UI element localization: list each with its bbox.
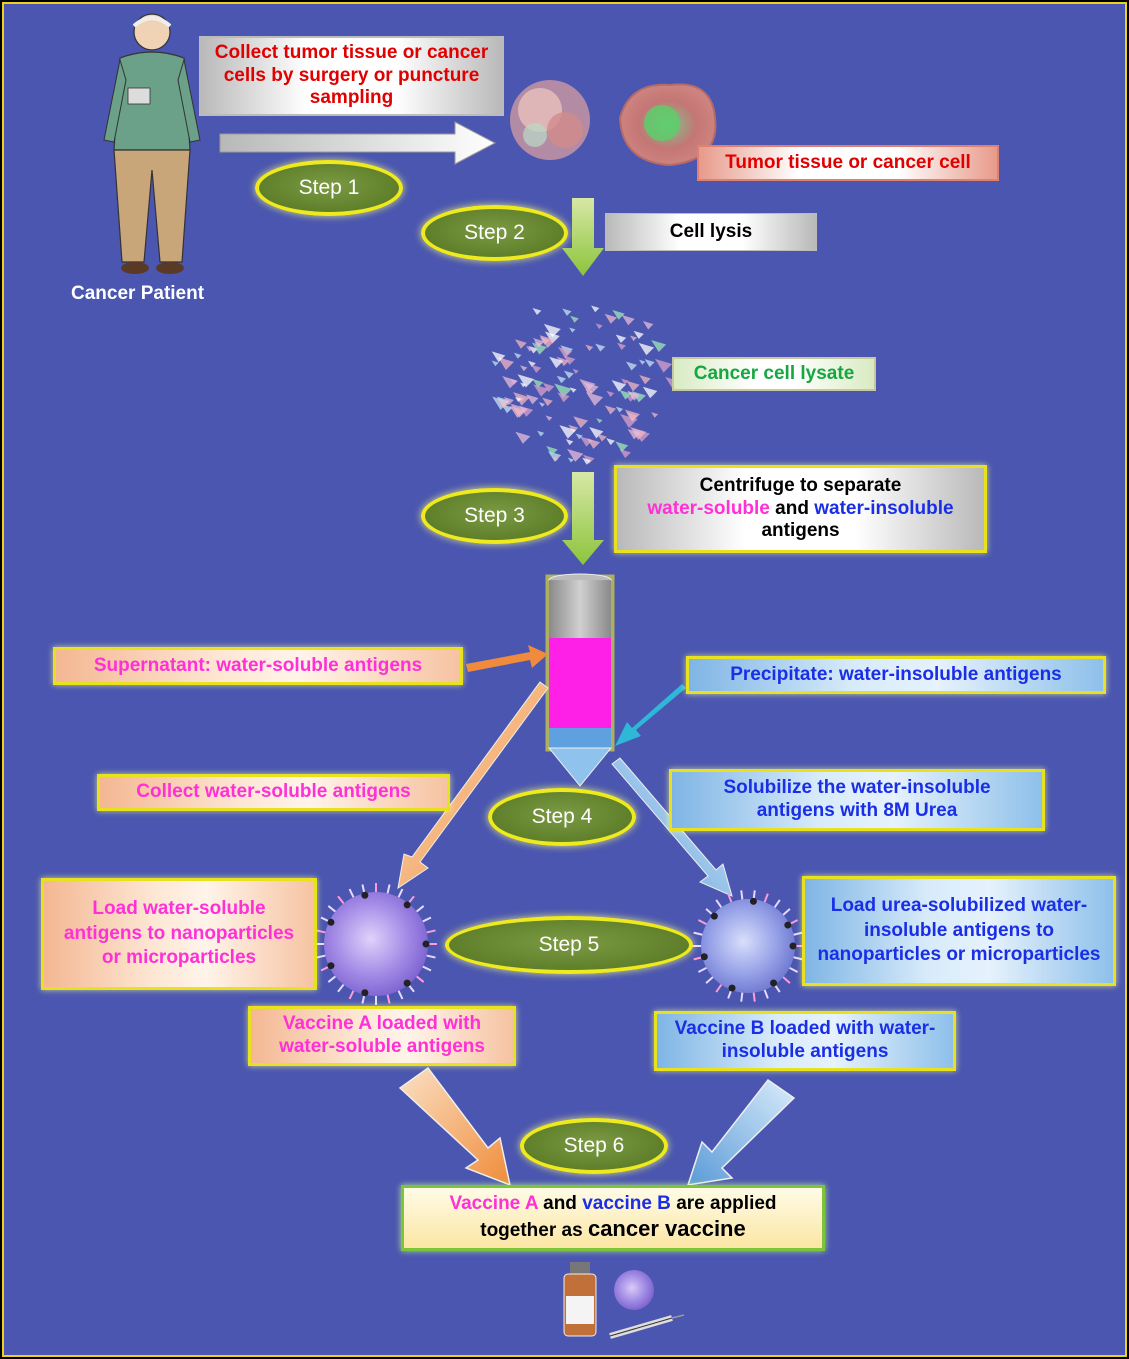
precipitate-text: Precipitate: water-insoluble antigens <box>730 663 1062 685</box>
step-6: Step 6 <box>520 1118 668 1174</box>
load-insoluble-text: Load urea-solubilized water-insoluble an… <box>817 894 1101 966</box>
vaccine-a-text: Vaccine A loaded with water-soluble anti… <box>279 1013 485 1057</box>
step-5: Step 5 <box>445 916 693 974</box>
final-vaccine-a: Vaccine A <box>449 1193 538 1215</box>
final-cancer-vaccine: cancer vaccine <box>587 1216 746 1241</box>
final-and: and <box>537 1193 583 1215</box>
white-arrow <box>219 121 497 165</box>
lysate-label: Cancer cell lysate <box>672 357 876 391</box>
tumor-label-text: Tumor tissue or cancer cell <box>725 151 971 173</box>
final-rest2: together as <box>480 1220 588 1241</box>
syringe-image <box>609 1314 685 1339</box>
load-soluble-box: Load water-soluble antigens to nanoparti… <box>41 878 317 990</box>
vaccine-b-box: Vaccine B loaded with water-insoluble an… <box>654 1011 956 1071</box>
final-box: Vaccine A and vaccine B are applied toge… <box>401 1185 825 1251</box>
vaccine-b-text: Vaccine B loaded with water-insoluble an… <box>674 1018 936 1062</box>
cancer-cell-image <box>618 83 717 167</box>
centrifuge-soluble: water-soluble <box>647 497 770 519</box>
centrifuge-tube <box>545 573 615 787</box>
arrow-step2 <box>562 198 604 276</box>
arrow-to-vaccine-a <box>397 681 549 890</box>
collect-soluble-box: Collect water-soluble antigens <box>97 774 450 811</box>
tumor-label: Tumor tissue or cancer cell <box>697 145 999 181</box>
arrow-b-to-final <box>686 1078 796 1186</box>
collect-soluble-text: Collect water-soluble antigens <box>136 781 411 803</box>
step-3: Step 3 <box>421 488 568 544</box>
solubilize-box: Solubilize the water-insoluble antigens … <box>669 769 1045 831</box>
collect-box: Collect tumor tissue or cancer cells by … <box>199 36 504 116</box>
precipitate-box: Precipitate: water-insoluble antigens <box>686 656 1106 694</box>
arrow-step3 <box>562 472 604 565</box>
patient-label: Cancer Patient <box>71 283 205 304</box>
arrow-supernatant <box>466 645 548 672</box>
step-2: Step 2 <box>421 205 568 261</box>
centrifuge-line1: Centrifuge to separate <box>699 474 902 496</box>
centrifuge-and: and <box>769 497 815 519</box>
cell-lysis-text: Cell lysis <box>669 220 753 242</box>
nanoparticle-b <box>692 890 804 1002</box>
centrifuge-box: Centrifuge to separate water-soluble and… <box>614 465 987 553</box>
step-1: Step 1 <box>255 160 403 216</box>
centrifuge-line2: water-soluble and water-insoluble <box>647 498 953 521</box>
final-line1: Vaccine A and vaccine B are applied <box>449 1193 776 1216</box>
supernatant-text: Supernatant: water-soluble antigens <box>93 654 423 676</box>
step-4: Step 4 <box>488 788 636 846</box>
tumor-tissue-image <box>510 80 590 160</box>
arrow-precipitate <box>615 684 686 746</box>
final-vaccine-b: vaccine B <box>582 1193 671 1215</box>
patient-figure <box>103 13 201 274</box>
cell-lysis-box: Cell lysis <box>605 213 817 251</box>
solubilize-text: Solubilize the water-insoluble antigens … <box>723 777 991 821</box>
lysate-image <box>491 305 679 465</box>
lysate-label-text: Cancer cell lysate <box>693 362 855 384</box>
centrifuge-insoluble: water-insoluble <box>814 497 954 519</box>
centrifuge-line3: antigens <box>761 520 840 542</box>
vaccine-a-box: Vaccine A loaded with water-soluble anti… <box>248 1006 516 1066</box>
vaccine-vial <box>563 1262 597 1337</box>
final-line2: together as cancer vaccine <box>480 1216 745 1243</box>
load-insoluble-box: Load urea-solubilized water-insoluble an… <box>802 876 1116 986</box>
vaccine-particle <box>614 1270 654 1310</box>
nanoparticle-a <box>315 883 437 1005</box>
supernatant-box: Supernatant: water-soluble antigens <box>53 647 463 685</box>
arrow-a-to-final <box>398 1066 512 1187</box>
final-rest1: are applied <box>670 1193 777 1215</box>
collect-box-text: Collect tumor tissue or cancer cells by … <box>214 41 489 109</box>
load-soluble-text: Load water-soluble antigens to nanoparti… <box>63 897 295 969</box>
